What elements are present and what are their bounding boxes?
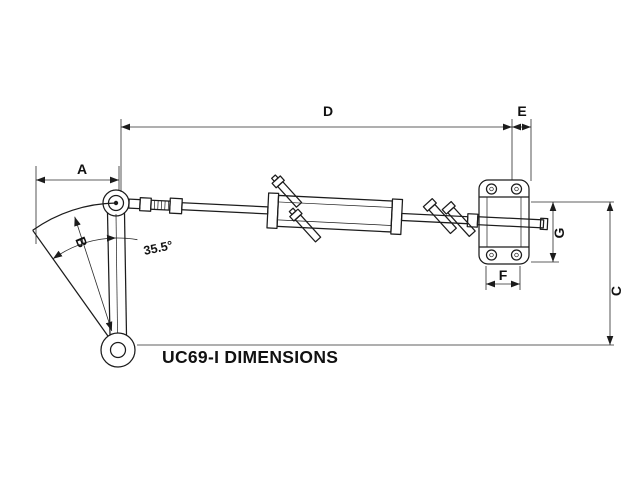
threaded-adjuster <box>150 199 171 211</box>
tiller-hardover-edge <box>32 229 109 337</box>
hydraulic-fitting-1 <box>271 174 303 208</box>
shaft-end-cap <box>539 217 549 231</box>
piston-rod-right <box>400 212 469 225</box>
dim-label-c: C <box>608 286 624 296</box>
dim-label-a: A <box>77 161 87 177</box>
thread-ticks <box>153 200 170 211</box>
hydraulic-fitting-4 <box>441 200 476 238</box>
clevis-block <box>139 197 152 212</box>
dim-angle-arc-ext <box>115 237 138 241</box>
piston-rod-left <box>181 202 269 215</box>
tiller-sweep-arc <box>32 202 117 231</box>
tiller-arm-edge-left <box>106 212 111 336</box>
angle-label: 35.5° <box>142 238 174 258</box>
cylinder-assembly <box>128 174 549 243</box>
cylinder-body <box>276 194 394 233</box>
dim-b-line <box>74 216 113 332</box>
dim-label-f: F <box>499 267 508 283</box>
rod-locknut <box>168 197 183 215</box>
tiller-arm-centerline <box>115 213 118 334</box>
rod-end-pivot-center <box>113 200 119 206</box>
cylinder-tube-line-top <box>278 201 393 208</box>
rudder-post-outer <box>100 332 136 368</box>
hydraulic-fitting-3 <box>422 198 457 235</box>
shaft-collar <box>466 213 479 228</box>
diagram-title: UC69-I DIMENSIONS <box>162 347 338 367</box>
tiller-arm-edge-right <box>123 212 128 336</box>
rudder-post-inner <box>109 341 127 359</box>
rod-end-pivot-inner <box>107 194 125 212</box>
clevis-link <box>128 198 141 210</box>
dim-label-e: E <box>517 103 526 119</box>
bracket-bolts <box>485 183 523 261</box>
dim-angle-arc <box>52 234 117 260</box>
hydraulic-fitting-2 <box>288 207 322 243</box>
dim-label-d: D <box>323 103 333 119</box>
tiller-arm-assembly <box>32 189 136 368</box>
support-shaft <box>476 216 545 229</box>
transom-bracket <box>478 179 530 265</box>
dim-label-b: B <box>72 234 91 249</box>
cylinder-end-cap-right <box>390 198 404 236</box>
bracket-outline <box>478 179 530 265</box>
dim-label-g: G <box>551 227 567 238</box>
dimension-lines: D E A B 35.5° F G C <box>35 103 624 346</box>
